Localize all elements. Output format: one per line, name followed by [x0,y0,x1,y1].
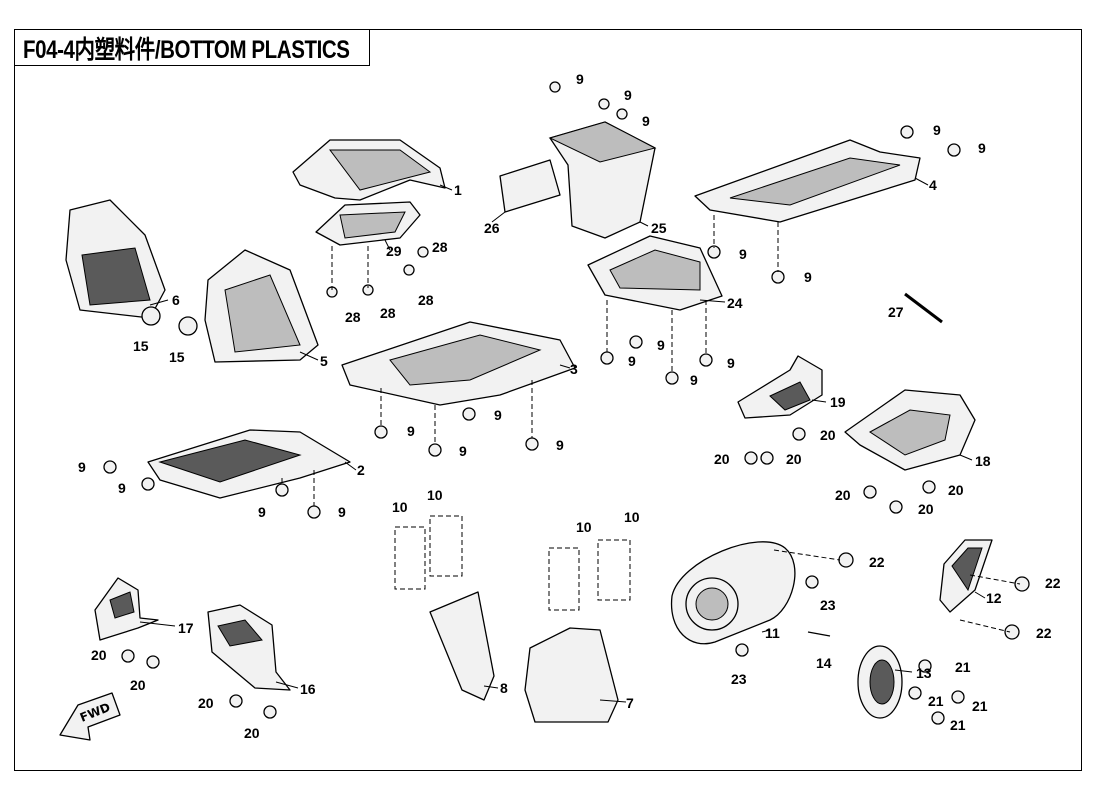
callout-5: 5 [320,353,328,369]
callout-24: 24 [727,295,743,311]
callout-10: 10 [392,499,408,515]
part-4-long-plate [694,139,921,223]
callout-9: 9 [459,443,467,459]
part-27-rod [904,292,943,324]
callout-25: 25 [651,220,667,236]
callout-20: 20 [244,725,260,741]
clip-groups [394,515,631,611]
callout-28: 28 [432,239,448,255]
callout-10: 10 [576,519,592,535]
callout-9: 9 [576,71,584,87]
callout-9: 9 [118,480,126,496]
callout-9: 9 [933,122,941,138]
callout-9: 9 [556,437,564,453]
part-11-belt-cover [670,541,796,645]
callout-7: 7 [626,695,634,711]
callout-28: 28 [380,305,396,321]
leader-lines [139,177,1021,703]
callout-8: 8 [500,680,508,696]
callout-9: 9 [338,504,346,520]
callout-26: 26 [484,220,500,236]
part-25-storage-box [548,121,657,239]
callout-10: 10 [624,509,640,525]
part-6-side-panel [65,199,166,319]
callout-15: 15 [133,338,149,354]
callout-23: 23 [731,671,747,687]
callout-6: 6 [172,292,180,308]
part-29-bracket [315,201,421,246]
callout-21: 21 [950,717,966,733]
callout-9: 9 [78,459,86,475]
callout-9: 9 [657,337,665,353]
part-7-panel [524,627,619,723]
callout-19: 19 [830,394,846,410]
callout-9: 9 [739,246,747,262]
callout-20: 20 [130,677,146,693]
callout-9: 9 [642,113,650,129]
callout-20: 20 [786,451,802,467]
callout-22: 22 [1036,625,1052,641]
diagram-frame [14,29,1082,771]
callout-2: 2 [357,462,365,478]
part-19-bracket [737,355,823,419]
callout-20: 20 [714,451,730,467]
callout-9: 9 [258,504,266,520]
callout-23: 23 [820,597,836,613]
callout-3: 3 [570,361,578,377]
callout-21: 21 [972,698,988,714]
callout-21: 21 [928,693,944,709]
callout-labels: 1 2 3 4 5 6 7 8 9 9 9 9 9 9 9 9 9 9 9 9 … [78,71,1061,741]
fasteners [103,81,1030,725]
callout-20: 20 [91,647,107,663]
part-13-round-cover [857,645,903,719]
callout-9: 9 [494,407,502,423]
callout-29: 29 [386,243,402,259]
part-24-plate [587,235,723,311]
callout-9: 9 [804,269,812,285]
callout-14: 14 [816,655,832,671]
part-8-panel [429,591,495,701]
callout-11: 11 [765,625,780,641]
part-18-guard [844,389,976,471]
callout-28: 28 [418,292,434,308]
part-26-pad [499,159,561,213]
callout-4: 4 [929,177,937,193]
callout-10: 10 [427,487,443,503]
part-16-panel [207,604,291,691]
callout-21: 21 [955,659,971,675]
part-2-lower-plate [147,429,351,499]
callout-16: 16 [300,681,316,697]
callout-22: 22 [869,554,885,570]
callout-9: 9 [407,423,415,439]
callout-9: 9 [628,353,636,369]
callout-20: 20 [198,695,214,711]
callout-18: 18 [975,453,991,469]
callout-12: 12 [986,590,1002,606]
callout-9: 9 [690,372,698,388]
callout-20: 20 [948,482,964,498]
callout-9: 9 [978,140,986,156]
part-3-skid-plate [341,321,576,406]
callout-27: 27 [888,304,904,320]
callout-28: 28 [345,309,361,325]
part-1-upper-cover [292,139,446,201]
fwd-arrow-icon: FWD [59,692,121,741]
callout-1: 1 [454,182,462,198]
callout-20: 20 [820,427,836,443]
callout-17: 17 [178,620,194,636]
callout-22: 22 [1045,575,1061,591]
callout-15: 15 [169,349,185,365]
part-5-side-panel [204,249,319,363]
callout-20: 20 [835,487,851,503]
callout-9: 9 [624,87,632,103]
part-17-panel [94,577,159,641]
diagram-title: F04-4内塑料件/BOTTOM PLASTICS [23,35,350,64]
callout-13: 13 [916,665,932,681]
callout-9: 9 [727,355,735,371]
title-box: F04-4内塑料件/BOTTOM PLASTICS [14,29,370,66]
part-12-cover [939,539,993,613]
callout-20: 20 [918,501,934,517]
